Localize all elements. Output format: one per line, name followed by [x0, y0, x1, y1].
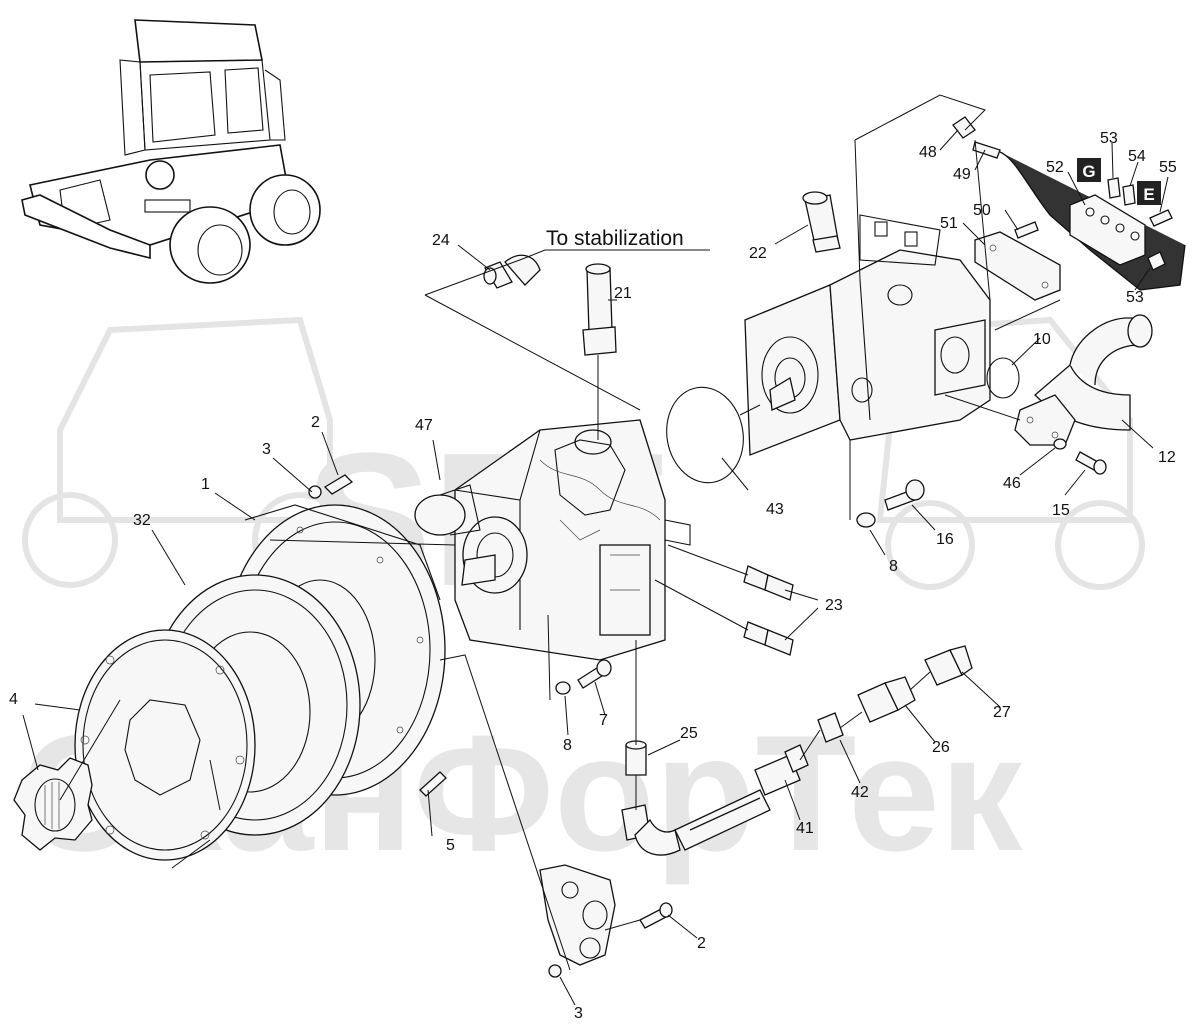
callout-16: 16: [936, 531, 954, 548]
svg-text:G: G: [1082, 162, 1095, 181]
callout-32: 32: [133, 512, 151, 529]
callout-54: 54: [1128, 148, 1146, 165]
svg-text:To stabilization: To stabilization: [546, 227, 684, 250]
callout-48: 48: [919, 144, 937, 161]
callout-7: 7: [599, 712, 608, 729]
fitting-53-top: [1107, 177, 1121, 199]
bolt-2-bottom: [639, 902, 673, 929]
callout-53-bottom: 53: [1126, 289, 1144, 306]
fitting-54: [1122, 184, 1136, 206]
callout-24: 24: [432, 232, 450, 249]
washer-8-left: [555, 681, 571, 695]
fitting-26: [857, 676, 916, 723]
callout-2-bottom: 2: [697, 935, 706, 952]
coupling-disc: [74, 629, 256, 861]
callout-53-top: 53: [1100, 130, 1118, 147]
callout-42: 42: [851, 784, 869, 801]
tag-e: E: [1137, 181, 1161, 205]
machine-illustration: [21, 19, 321, 284]
callout-49: 49: [953, 166, 971, 183]
variable-pump-47: [414, 419, 691, 661]
callout-51: 51: [940, 215, 958, 232]
callout-22: 22: [749, 245, 767, 262]
callout-50: 50: [973, 202, 991, 219]
sensor-23-upper: [743, 565, 794, 601]
bolt-7: [577, 659, 612, 689]
elbow-fitting-24: [483, 254, 541, 289]
fitting-21: [582, 263, 617, 356]
callout-1: 1: [201, 476, 210, 493]
fitting-53-bottom: [1147, 251, 1166, 271]
callout-4: 4: [9, 691, 18, 708]
washer-8-right: [856, 512, 876, 528]
callout-3-top: 3: [262, 441, 271, 458]
callout-27: 27: [993, 704, 1011, 721]
callout-3-bottom: 3: [574, 1005, 583, 1022]
elbow-tube-12: [1014, 314, 1153, 446]
washer-3-bottom: [548, 964, 562, 978]
bolt-5: [419, 771, 447, 797]
callout-5: 5: [446, 837, 455, 854]
bolt-2-top: [308, 474, 354, 499]
callout-47: 47: [415, 417, 433, 434]
fitting-27: [924, 645, 973, 686]
callout-26: 26: [932, 739, 950, 756]
hose-41: [621, 744, 809, 856]
callout-43: 43: [766, 501, 784, 518]
sensor-23-lower: [743, 621, 794, 656]
bracket-51: [974, 231, 1061, 301]
callout-2-top: 2: [311, 414, 320, 431]
note-to-stabilization: To stabilization: [545, 227, 710, 251]
callout-21: 21: [614, 285, 632, 302]
splined-hub-4: [13, 757, 93, 851]
callout-15: 15: [1052, 502, 1070, 519]
callout-52: 52: [1046, 159, 1064, 176]
callout-leaders: [22, 129, 1169, 1006]
bolt-50: [1014, 221, 1039, 239]
callout-55: 55: [1159, 159, 1177, 176]
callout-12: 12: [1158, 449, 1176, 466]
callout-8-right: 8: [889, 558, 898, 575]
callout-numbers: 1 2 3 32 4 5 47 24 21 22 43 10 12 46 15 …: [9, 130, 1177, 1022]
ring-43: [666, 386, 744, 484]
callout-25: 25: [680, 725, 698, 742]
hydraulic-motor: [744, 214, 991, 456]
bolt-55: [1149, 209, 1173, 227]
fitting-22: [802, 191, 841, 253]
bolt-15: [1075, 451, 1107, 475]
fitting-25: [625, 740, 647, 776]
fitting-42: [817, 712, 844, 743]
o-ring-10: [986, 357, 1020, 399]
tag-g: G: [1077, 158, 1101, 182]
bolt-16: [884, 479, 925, 511]
callout-46: 46: [1003, 475, 1021, 492]
manifold-block-52: [1069, 194, 1146, 266]
bracket-lower: [539, 864, 616, 966]
callout-8-left: 8: [563, 737, 572, 754]
svg-text:E: E: [1143, 185, 1154, 204]
plug-48: [952, 116, 976, 139]
washer-46: [1053, 438, 1067, 450]
callout-41: 41: [796, 820, 814, 837]
watermark-tractor-outline: [22, 316, 1145, 590]
callout-10: 10: [1033, 331, 1051, 348]
callout-23: 23: [825, 597, 843, 614]
